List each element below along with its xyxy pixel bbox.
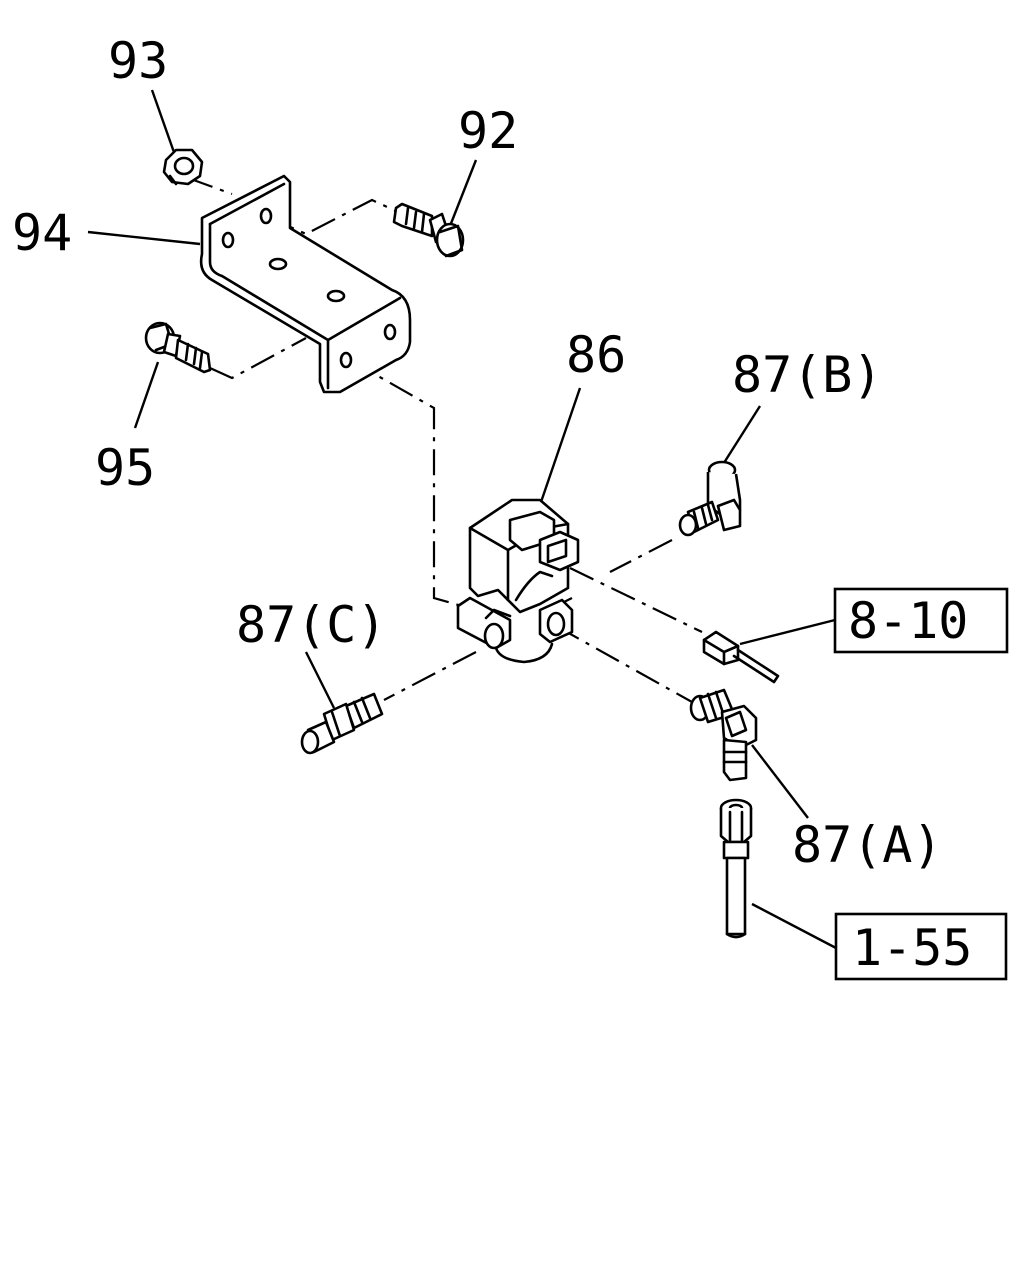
- leader-86: [538, 387, 582, 506]
- flange-nut-93[interactable]: [162, 148, 204, 186]
- callout-86: 86: [566, 326, 626, 384]
- leader-8-10: [739, 618, 836, 646]
- leader-94: [87, 230, 201, 246]
- solenoid-valve-86[interactable]: [456, 498, 580, 664]
- callout-94: 94: [12, 204, 72, 262]
- callout-87b: 87(B): [732, 346, 883, 404]
- reference-label-8-10: 8-10: [848, 592, 968, 650]
- elbow-fitting-87b[interactable]: [678, 460, 742, 537]
- leader-95: [133, 361, 160, 429]
- electrical-connector[interactable]: [702, 630, 780, 684]
- assembly-lines: [187, 176, 703, 703]
- callout-95: 95: [95, 439, 155, 497]
- reference-box-8-10[interactable]: 8-10: [833, 587, 1009, 654]
- pipe-assembly[interactable]: [719, 798, 753, 939]
- leader-87a: [751, 744, 809, 819]
- straight-fitting-87c[interactable]: [300, 692, 384, 755]
- elbow-fitting-87a[interactable]: [689, 688, 758, 782]
- callout-87a: 87(A): [792, 816, 943, 874]
- callout-92: 92: [458, 102, 518, 160]
- leader-1-55: [751, 902, 837, 950]
- reference-box-frame: [834, 912, 1008, 981]
- callout-87c: 87(C): [236, 596, 387, 654]
- leader-87c: [304, 651, 336, 709]
- flange-bolt-95[interactable]: [144, 321, 212, 374]
- reference-box-1-55[interactable]: 1-55: [834, 912, 1008, 981]
- leader-87b: [720, 405, 762, 467]
- leader-93: [150, 89, 178, 159]
- flange-bolt-92[interactable]: [392, 202, 465, 258]
- callout-93: 93: [108, 32, 168, 90]
- leader-lines: [87, 89, 837, 950]
- leader-92: [448, 159, 478, 227]
- bracket-94[interactable]: [199, 174, 412, 394]
- reference-label-1-55: 1-55: [852, 919, 972, 977]
